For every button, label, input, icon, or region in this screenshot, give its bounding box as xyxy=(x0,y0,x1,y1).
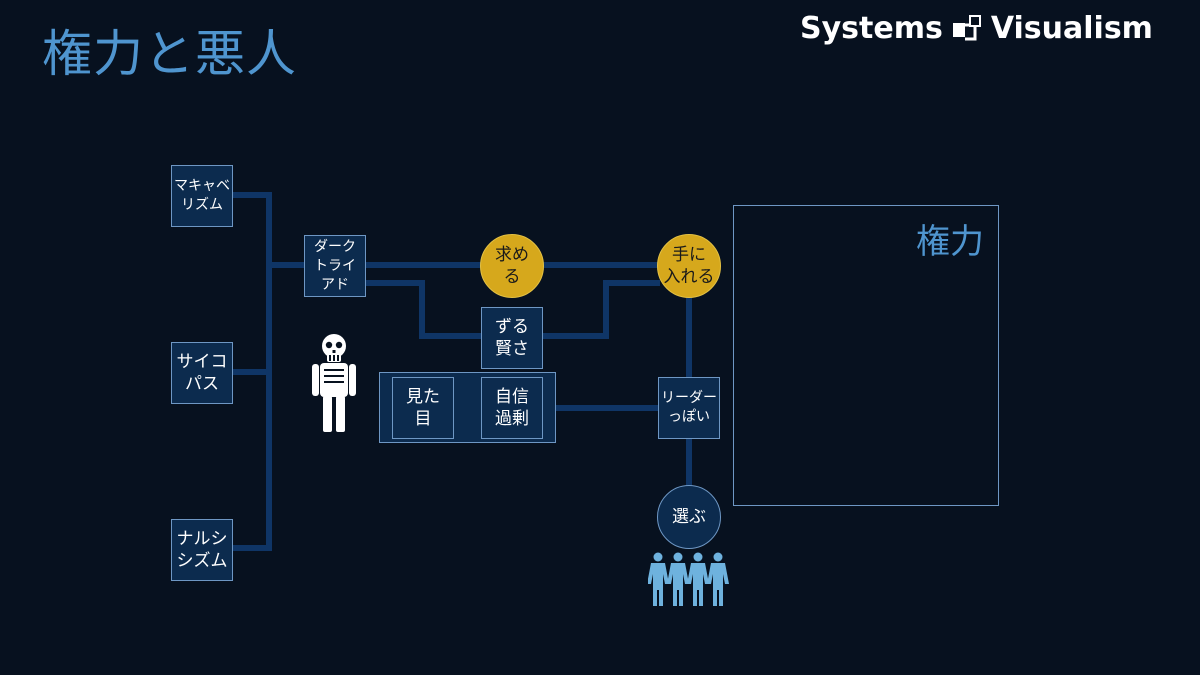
node-cunning: ずる 賢さ xyxy=(481,307,543,369)
power-area: 権力 xyxy=(733,205,999,506)
brand-text-visualism: Visualism xyxy=(990,10,1153,46)
node-leader-like: リーダー っぽい xyxy=(658,377,720,439)
brand-logo: Systems Visualism xyxy=(800,8,1192,48)
node-choose: 選ぶ xyxy=(657,485,721,549)
power-label: 権力 xyxy=(916,222,984,262)
node-obtain: 手に 入れる xyxy=(657,234,721,298)
node-dark-triad: ダーク トライ アド xyxy=(304,235,366,297)
person-icon xyxy=(687,552,709,606)
node-psychopathy: サイコ パス xyxy=(171,342,233,404)
node-machiavellianism: マキャベ リズム xyxy=(171,165,233,227)
page-title: 権力と悪人 xyxy=(42,25,297,83)
cunning-to-obtain xyxy=(543,280,660,339)
node-looks: 見た 目 xyxy=(392,377,454,439)
node-overconfidence: 自信 過剰 xyxy=(481,377,543,439)
person-icon xyxy=(707,552,729,606)
node-seek: 求め る xyxy=(480,234,544,298)
people-group-icon xyxy=(648,552,729,606)
person-icon xyxy=(648,552,669,606)
person-icon xyxy=(667,552,689,606)
flow-blocks-icon xyxy=(952,15,981,41)
skeleton-icon xyxy=(312,334,356,432)
node-narcissism: ナルシ シズム xyxy=(171,519,233,581)
dark-triad-to-cunning xyxy=(366,280,481,339)
brand-text-systems: Systems xyxy=(800,10,943,46)
